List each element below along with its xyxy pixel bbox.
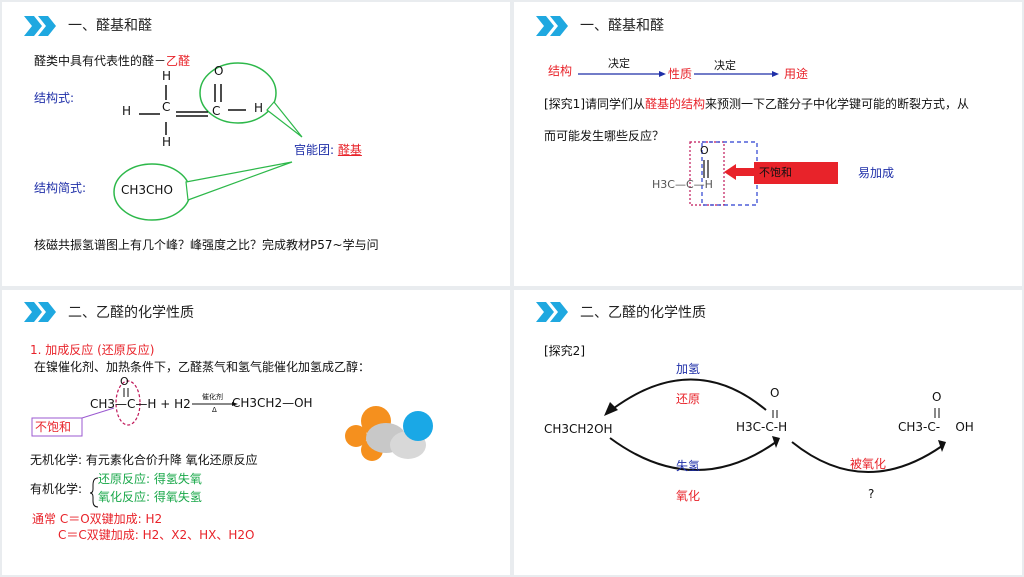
chevron-right-icon bbox=[536, 16, 568, 36]
atom-h: H bbox=[162, 69, 172, 83]
atom-h: H bbox=[162, 135, 172, 149]
unsaturated-label: 不饱和 bbox=[759, 166, 792, 179]
chevron-right-icon bbox=[24, 302, 56, 322]
flow-decide-1: 决定 bbox=[608, 57, 630, 70]
flow-property: 性质 bbox=[668, 67, 693, 81]
slide-panel-4: 二、乙醛的化学性质 [探究2] 加氢 还原 CH3CH2OH O H3C-C-H… bbox=[514, 290, 1022, 575]
reactant-formula: CH3—C—H + H2 bbox=[90, 397, 191, 411]
slide-title: 一、醛基和醛 bbox=[580, 18, 664, 34]
chevron-right-icon bbox=[24, 16, 56, 36]
question-mark: ? bbox=[868, 487, 875, 501]
inorganic-text: 无机化学: 有元素化合价升降 氧化还原反应 bbox=[30, 453, 258, 467]
explore-text-line2: 而可能发生哪些反应？ bbox=[544, 129, 665, 143]
molecule-formula: H3C—C—H bbox=[652, 178, 713, 191]
intro-text: 醛类中具有代表性的醛－乙醛 bbox=[34, 54, 191, 68]
flow-use: 用途 bbox=[784, 67, 809, 81]
atom-o: O bbox=[214, 64, 224, 78]
organic-label: 有机化学: bbox=[30, 482, 83, 496]
structure-diagram bbox=[113, 62, 303, 221]
ethanol-formula: CH3CH2OH bbox=[544, 422, 613, 436]
explore-label: [探究2] bbox=[544, 344, 585, 358]
easy-addition-label: 易加成 bbox=[858, 166, 895, 180]
slide-title: 一、醛基和醛 bbox=[68, 18, 152, 34]
flow-decide-2: 决定 bbox=[714, 59, 736, 72]
oxidation-text: 氧化反应: 得氧失氢 bbox=[98, 490, 202, 504]
product-formula: CH3CH2—OH bbox=[232, 396, 313, 410]
simple-formula: CH3CHO bbox=[121, 183, 173, 197]
heat-symbol: Δ bbox=[212, 406, 217, 414]
flow-arrows bbox=[578, 71, 838, 206]
structural-formula-label: 结构式: bbox=[34, 91, 75, 105]
oxidized-label: 被氧化 bbox=[850, 457, 887, 471]
atom-o: O bbox=[700, 144, 709, 157]
atom-o: O bbox=[932, 390, 942, 404]
acid-formula: CH3-C- OH bbox=[898, 420, 974, 434]
reduction-label: 还原 bbox=[676, 392, 701, 406]
atom-h: H bbox=[254, 101, 264, 115]
atom-o: O bbox=[770, 386, 780, 400]
aldehyde-formula: H3C-C-H bbox=[736, 420, 788, 434]
unsaturated-label: 不饱和 bbox=[35, 420, 72, 434]
lose-hydrogen-label: 失氢 bbox=[676, 459, 701, 473]
equation-diagram bbox=[31, 380, 433, 512]
slide-panel-3: 二、乙醛的化学性质 1. 加成反应 (还原反应) 在镍催化剂、加热条件下，乙醛蒸… bbox=[2, 290, 510, 575]
reaction-cycle-diagram bbox=[604, 378, 946, 473]
condition-text: 在镍催化剂、加热条件下，乙醛蒸气和氢气能催化加氢成乙醇： bbox=[34, 360, 371, 374]
chevron-right-icon bbox=[536, 302, 568, 322]
explore-text: [探究1]请同学们从醛基的结构来预测一下乙醛分子中化学键可能的断裂方式，从 bbox=[544, 97, 970, 111]
simple-formula-label: 结构简式: bbox=[34, 181, 87, 195]
atom-c: C bbox=[162, 100, 171, 114]
slide-panel-1: 一、醛基和醛 醛类中具有代表性的醛－乙醛 结构式: H C H H O C H … bbox=[2, 2, 510, 286]
add-hydrogen-label: 加氢 bbox=[676, 362, 701, 376]
slide-title: 二、乙醛的化学性质 bbox=[580, 305, 706, 321]
atom-h: H bbox=[122, 104, 132, 118]
atom-c: C bbox=[212, 104, 221, 118]
question-text: 核磁共振氢谱图上有几个峰？峰强度之比？完成教材P57~学与问 bbox=[34, 238, 379, 252]
reduction-text: 还原反应: 得氢失氧 bbox=[98, 472, 202, 486]
atom-o: O bbox=[120, 375, 129, 388]
catalyst-label: 催化剂 bbox=[202, 393, 223, 401]
flow-structure: 结构 bbox=[548, 64, 573, 78]
slide-title: 二、乙醛的化学性质 bbox=[68, 305, 194, 321]
addition-reaction-heading: 1. 加成反应 (还原反应) bbox=[30, 343, 155, 357]
oxidation-label: 氧化 bbox=[676, 489, 701, 503]
usual-co-text: 通常 C＝O双键加成: H2 bbox=[32, 512, 163, 526]
slide-panel-2: 一、醛基和醛 结构 决定 性质 决定 用途 [探究1]请同学们从醛基的结构来预测… bbox=[514, 2, 1022, 286]
usual-cc-text: C＝C双键加成: H2、X2、HX、H2O bbox=[58, 528, 255, 542]
functional-group-text: 官能团: 醛基 bbox=[294, 143, 362, 157]
